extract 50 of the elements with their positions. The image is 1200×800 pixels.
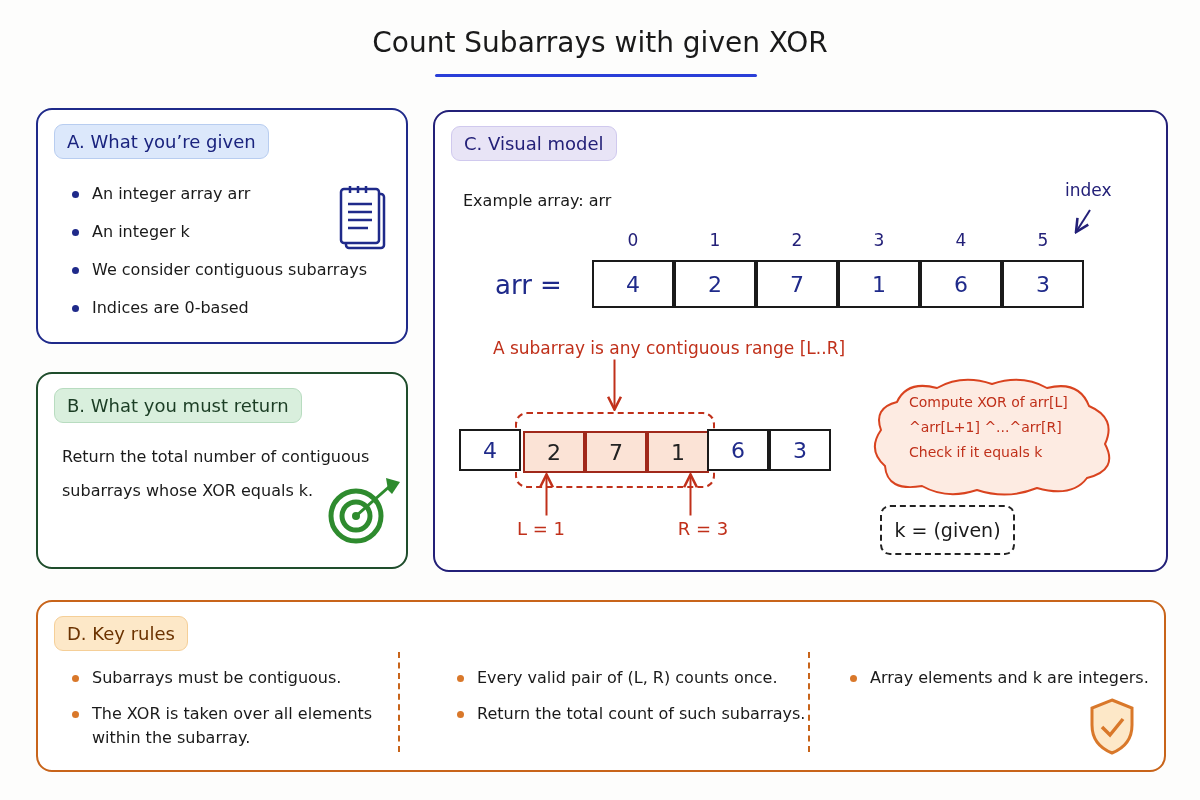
arrow [538, 473, 555, 517]
array-cell: 3 [1002, 260, 1084, 308]
array-cell: 4 [459, 429, 521, 471]
description-text: Example array: arr [463, 190, 613, 212]
pointer-label: L = 1 [511, 518, 571, 539]
title: Count Subarrays with given XOR [371, 26, 829, 59]
dashed-value-box: k = (given) [880, 505, 1015, 555]
annotation-text: A subarray is any contiguous range [L..R] [489, 338, 849, 358]
section-heading: B. What you must return [54, 388, 302, 423]
section-panel [433, 110, 1168, 572]
range-highlight [515, 412, 715, 488]
array-cell: 7 [756, 260, 838, 308]
arrow [606, 358, 623, 411]
array-cell: 2 [523, 431, 585, 473]
array-cell: 7 [585, 431, 647, 473]
section-panel [36, 372, 408, 569]
index-number: 0 [626, 230, 640, 250]
index-number: 3 [872, 230, 886, 250]
bullet-item: Array elements and k are integers. [846, 666, 1170, 690]
arrow [682, 473, 699, 517]
cloud-text: Compute XOR of arr[L] ^arr[L+1] ^...^arr[R] [909, 393, 1069, 437]
array-cell: 4 [592, 260, 674, 308]
bullet-item: Return the total count of such subarrays. [453, 702, 817, 726]
bullet-item: An integer array arr [68, 182, 251, 206]
bullet-item: Subarrays must be contiguous. [68, 666, 392, 690]
bullet-item: Indices are 0-based [68, 296, 249, 320]
array-cell: 1 [647, 431, 709, 473]
section-panel [36, 600, 1166, 772]
array-cell: 6 [707, 429, 769, 471]
index-number: 1 [708, 230, 722, 250]
section-panel [36, 108, 408, 344]
index-number: 5 [1036, 230, 1050, 250]
bullet-item: The XOR is taken over all elements within the subarray. [68, 702, 392, 750]
bullet-item: An integer k [68, 220, 190, 244]
description-text: Return the total number of contiguous subarrays whose XOR equals k. [62, 446, 371, 502]
cloud-text: Check if it equals k [909, 443, 1044, 462]
section-heading: C. Visual model [451, 126, 617, 161]
section-heading: A. What you’re given [54, 124, 269, 159]
pointer-label: R = 3 [673, 518, 733, 539]
bullet-item: We consider contiguous subarrays [68, 258, 367, 282]
array-cell: 3 [769, 429, 831, 471]
index-number: 2 [790, 230, 804, 250]
pointer-label: index [1065, 180, 1113, 200]
array-name: arr = [495, 270, 563, 300]
index-number: 4 [954, 230, 968, 250]
bullet-item: Every valid pair of (L, R) counts once. [453, 666, 817, 690]
array-cell: 1 [838, 260, 920, 308]
array-cell: 2 [674, 260, 756, 308]
array-cell: 6 [920, 260, 1002, 308]
section-heading: D. Key rules [54, 616, 188, 651]
